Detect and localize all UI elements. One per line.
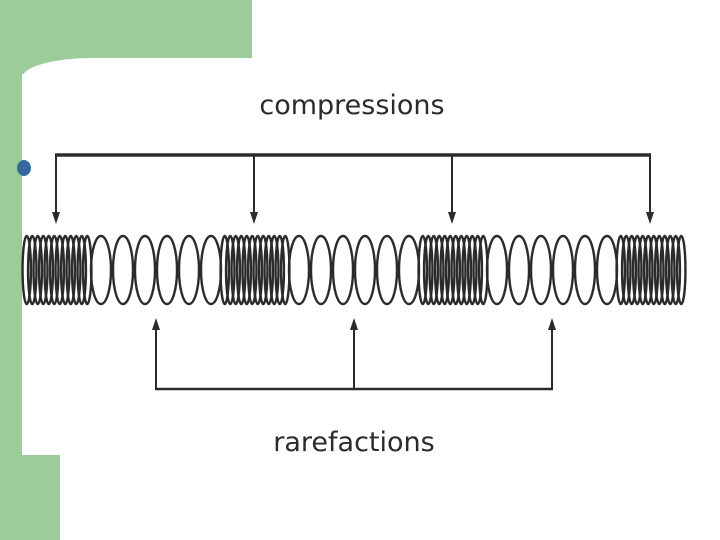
compressions-label: compressions: [259, 90, 444, 121]
coil-loop: [509, 236, 529, 304]
coil-loop: [531, 236, 551, 304]
rarefactions-label: rarefactions: [273, 427, 434, 458]
coil-loop: [597, 236, 617, 304]
coil-loop: [377, 236, 397, 304]
coil-loop: [399, 236, 419, 304]
coil-loop: [311, 236, 331, 304]
coil-loop: [113, 236, 133, 304]
coil-loop: [553, 236, 573, 304]
coil-loop: [91, 236, 111, 304]
rarefactions-bracket: [152, 318, 556, 389]
compressions-bracket: [52, 155, 654, 224]
coil-loop: [201, 236, 221, 304]
coil-loop: [179, 236, 199, 304]
coil-loop: [575, 236, 595, 304]
rarefaction-arrow-head: [350, 318, 358, 330]
coil-loop: [135, 236, 155, 304]
coil-loop: [289, 236, 309, 304]
coil-loop: [333, 236, 353, 304]
compression-arrow-head: [250, 212, 258, 224]
compression-arrow-head: [52, 212, 60, 224]
compression-arrow-head: [646, 212, 654, 224]
compression-arrow-head: [448, 212, 456, 224]
spring-coil: [23, 236, 686, 304]
coil-loop: [355, 236, 375, 304]
coil-loop: [487, 236, 507, 304]
coil-loop: [157, 236, 177, 304]
rarefaction-arrow-head: [548, 318, 556, 330]
coil-loop: [677, 236, 685, 304]
rarefaction-arrow-head: [152, 318, 160, 330]
